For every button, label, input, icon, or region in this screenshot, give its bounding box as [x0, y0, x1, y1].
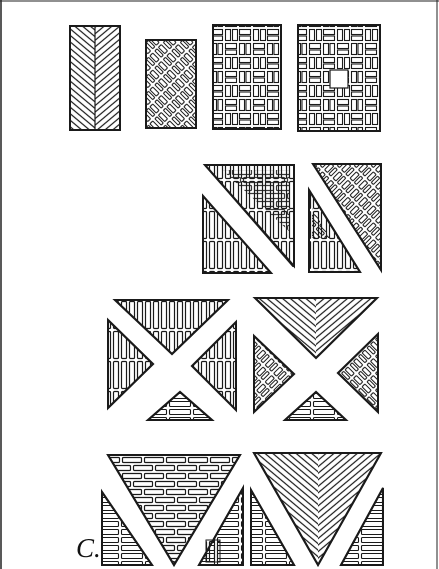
tile-brick-inverted-triangle [102, 455, 243, 565]
tile-herringbone-split-triangle [309, 164, 381, 272]
diagonal-split-row [203, 164, 381, 273]
x-split-row [108, 298, 378, 420]
figure-label: C. [76, 535, 101, 562]
tile-chevron-x-triangles [254, 298, 378, 420]
tile-brick-split-triangle [203, 165, 294, 273]
tile-brick-x-triangles [108, 300, 236, 420]
tile-basketweave [213, 25, 281, 129]
tile-herringbone-chevron [70, 26, 120, 130]
tile-mixed-basketweave [298, 25, 380, 131]
tile-diagonal-herringbone [146, 40, 196, 128]
inverted-triangle-row [102, 453, 383, 565]
rectangle-tiles-row [70, 25, 380, 131]
tile-chevron-inverted-triangle [251, 453, 383, 565]
